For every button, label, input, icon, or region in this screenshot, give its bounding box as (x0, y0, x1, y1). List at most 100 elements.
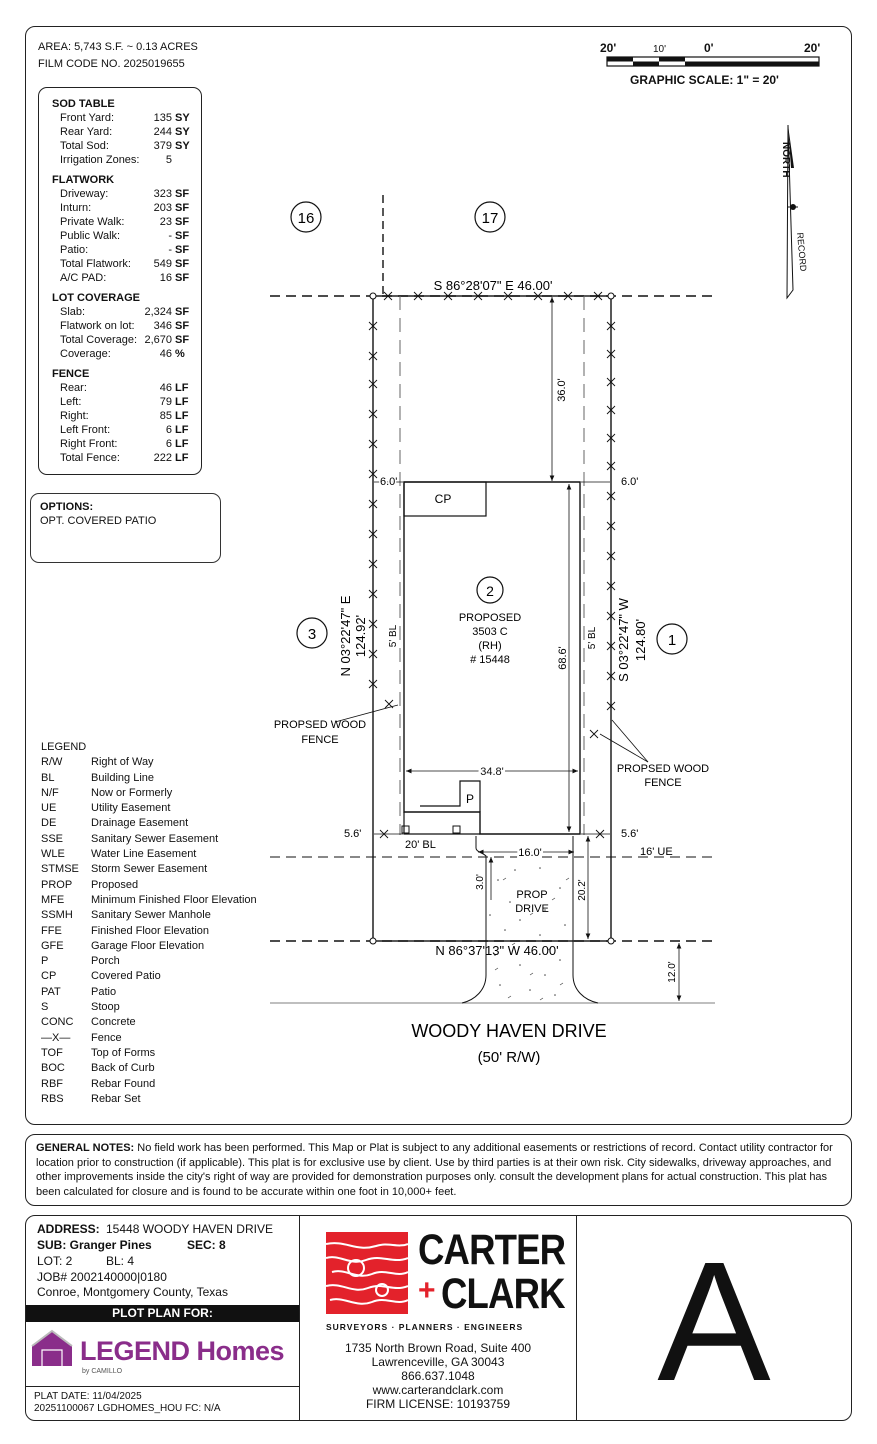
legend-row: —X—Fence (41, 1031, 122, 1046)
legend-abbr: CONC (41, 1016, 74, 1029)
row-value: - (168, 244, 172, 256)
row-unit: SF (175, 306, 190, 318)
row-unit: SY (175, 126, 190, 138)
row-label: Driveway: (60, 188, 109, 200)
coverage-row: Coverage:46% (60, 348, 190, 360)
row-value: 23 (159, 216, 172, 228)
house-line-4: # 15448 (470, 654, 510, 666)
ue-label: 16' UE (640, 846, 673, 858)
plat-drawing: 16 17 3 1 2 S 86°28'07" E 46.00' N 86°37… (270, 195, 715, 1066)
location: Conroe, Montgomery County, Texas (37, 1285, 228, 1299)
options-box: OPTIONS: OPT. COVERED PATIO (30, 493, 221, 563)
lot-1-label: 1 (668, 632, 676, 649)
side-right-bottom: 5.6' (621, 828, 638, 840)
legend-abbr: SSMH (41, 909, 73, 922)
area-text: AREA: 5,743 S.F. ~ 0.13 ACRES (38, 41, 198, 53)
legend-abbr: PAT (41, 985, 61, 998)
fence-left-line1: PROPSED WOOD (274, 719, 366, 731)
porch (420, 780, 481, 812)
driveway (461, 836, 599, 1004)
notes-panel (25, 1134, 852, 1206)
legend-def: Right of Way (91, 756, 154, 769)
legend-def: Utility Easement (91, 802, 171, 815)
client-logo-text: LEGEND Homes (80, 1336, 285, 1366)
fence-marks (368, 291, 616, 839)
scale-bar (606, 56, 820, 67)
left-bearing: N 03°22'47" E (338, 595, 353, 676)
scale-label-20-left: 20' (600, 41, 617, 55)
legend-def: Porch (91, 955, 120, 968)
row-label: Public Walk: (60, 230, 121, 242)
row-value: 203 (153, 202, 172, 214)
row-unit: SF (175, 216, 190, 228)
row-label: Slab: (60, 306, 86, 318)
row-label: Total Flatwork: (60, 258, 131, 270)
coverage-section-title: LOT COVERAGE (52, 292, 141, 304)
row-unit: SY (175, 140, 190, 152)
title-inner-divider (26, 1386, 299, 1387)
address-value: 15448 WOODY HAVEN DRIVE (106, 1222, 273, 1236)
street-row: (50' R/W) (478, 1049, 541, 1066)
row-value: 323 (153, 188, 172, 200)
fence-right-line1: PROPSED WOOD (617, 763, 709, 775)
row-label: Total Fence: (60, 452, 120, 464)
row-unit: LF (175, 424, 189, 436)
row-unit: SY (175, 112, 190, 124)
row-label: Left Front: (60, 424, 111, 436)
legend-def: Water Line Easement (91, 848, 197, 861)
sod-section-title: SOD TABLE (52, 98, 115, 110)
garage-front (403, 812, 480, 835)
row-value: 16 (159, 272, 172, 284)
row-value: 549 (153, 258, 172, 270)
legend-def: Concrete (91, 1016, 136, 1029)
row-label: Flatwork on lot: (60, 320, 135, 332)
cp-label: CP (435, 492, 452, 506)
scale-label-20-right: 20' (804, 41, 821, 55)
notes-label: GENERAL NOTES: (36, 1142, 135, 1154)
options-title: OPTIONS: (40, 501, 94, 513)
drive-dim2-label: 20.2' (577, 879, 588, 900)
house-line-1: PROPOSED (459, 612, 521, 624)
row-unit: SF (175, 202, 190, 214)
general-notes: GENERAL NOTES: No field work has been pe… (36, 1141, 836, 1199)
row-value: 79 (159, 396, 172, 408)
company-address2: Lawrenceville, GA 30043 (371, 1355, 505, 1369)
row-value: 2,324 (144, 306, 172, 318)
row-label: Coverage: (60, 348, 111, 360)
row-unit: SF (175, 230, 190, 242)
legend-abbr: DE (41, 817, 57, 830)
legend-abbr: MFE (41, 893, 65, 906)
legend-def: Covered Patio (91, 970, 161, 983)
row-label: Irrigation Zones: (60, 154, 140, 166)
fence-left-line2: FENCE (301, 734, 338, 746)
porch-label: P (466, 792, 474, 806)
row-value: - (168, 230, 172, 242)
north-arrow: NORTH RECORD (770, 120, 820, 305)
subdivision: SUB: Granger Pines (37, 1238, 152, 1252)
company-web[interactable]: www.carterandclark.com (372, 1383, 504, 1397)
carter-clark-logo-icon (326, 1232, 408, 1314)
rebar-marker (369, 937, 377, 945)
legend-abbr: S (41, 1001, 49, 1014)
row-label: Rear: (60, 382, 87, 394)
film-code-text: FILM CODE NO. 2025019655 (38, 58, 185, 70)
row-value: 244 (153, 126, 172, 138)
row-value: 379 (153, 140, 172, 152)
legend-abbr: BOC (41, 1062, 65, 1075)
rebar-marker (369, 292, 377, 300)
house-line-3: (RH) (478, 640, 501, 652)
